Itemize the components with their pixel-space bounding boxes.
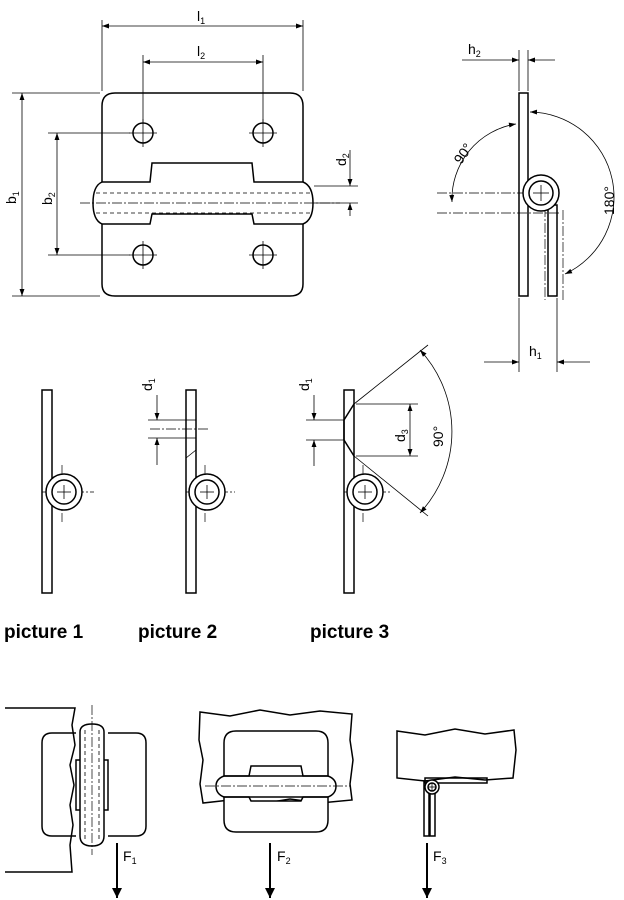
dimension-h2: h2 (462, 41, 555, 91)
label-angle-90: 90° (450, 140, 475, 167)
label-d3: d3 (392, 429, 410, 442)
label-f3: F3 (433, 848, 447, 866)
force-arrow-f3: F3 (422, 843, 447, 898)
label-l1: l1 (197, 8, 205, 26)
picture-2-view (150, 389, 235, 594)
picture-3-view (343, 344, 429, 594)
caption-picture-2: picture 2 (138, 622, 217, 643)
caption-picture-1: picture 1 (4, 622, 84, 643)
dimension-b2: b2 (39, 132, 130, 256)
dimension-l1: l1 (101, 8, 304, 91)
dimension-d3: d3 (356, 403, 418, 457)
angle-90-arc: 90° (449, 122, 517, 203)
label-d1-picture-2: d1 (139, 378, 157, 391)
mounting-hole (249, 241, 277, 269)
label-angle-180: 180° (601, 186, 617, 215)
dimension-h1: h1 (484, 298, 590, 372)
label-d1-picture-3: d1 (296, 378, 314, 391)
mounting-hole (129, 241, 157, 269)
caption-picture-3: picture 3 (310, 622, 389, 643)
label-h1: h1 (529, 343, 542, 361)
dimension-d1-picture-3: d1 (296, 378, 344, 466)
label-d2: d2 (333, 153, 351, 166)
mounting-hole (249, 119, 277, 147)
label-f1: F1 (123, 848, 137, 866)
dimension-d1-picture-2: d1 (139, 378, 186, 465)
label-b1: b1 (3, 191, 21, 204)
angle-90-countersink-arc: 90° (419, 349, 453, 514)
mounting-example-f2 (198, 709, 354, 833)
label-b2: b2 (39, 192, 57, 205)
mounting-hole (129, 119, 157, 147)
label-angle-90-countersink: 90° (430, 426, 446, 447)
front-view (80, 92, 340, 297)
force-arrow-f1: F1 (112, 843, 137, 898)
label-l2: l2 (197, 43, 205, 61)
picture-1-view (41, 389, 94, 594)
mounting-example-f1 (5, 705, 147, 873)
dimension-d2: d2 (314, 150, 358, 216)
dimension-l2: l2 (142, 43, 264, 122)
mounting-example-f3 (396, 728, 517, 837)
label-h2: h2 (468, 41, 481, 59)
angle-180-arc: 180° (529, 109, 617, 275)
label-f2: F2 (277, 848, 291, 866)
force-arrow-f2: F2 (265, 843, 291, 898)
side-view (437, 92, 564, 300)
dimension-b1: b1 (3, 92, 100, 297)
